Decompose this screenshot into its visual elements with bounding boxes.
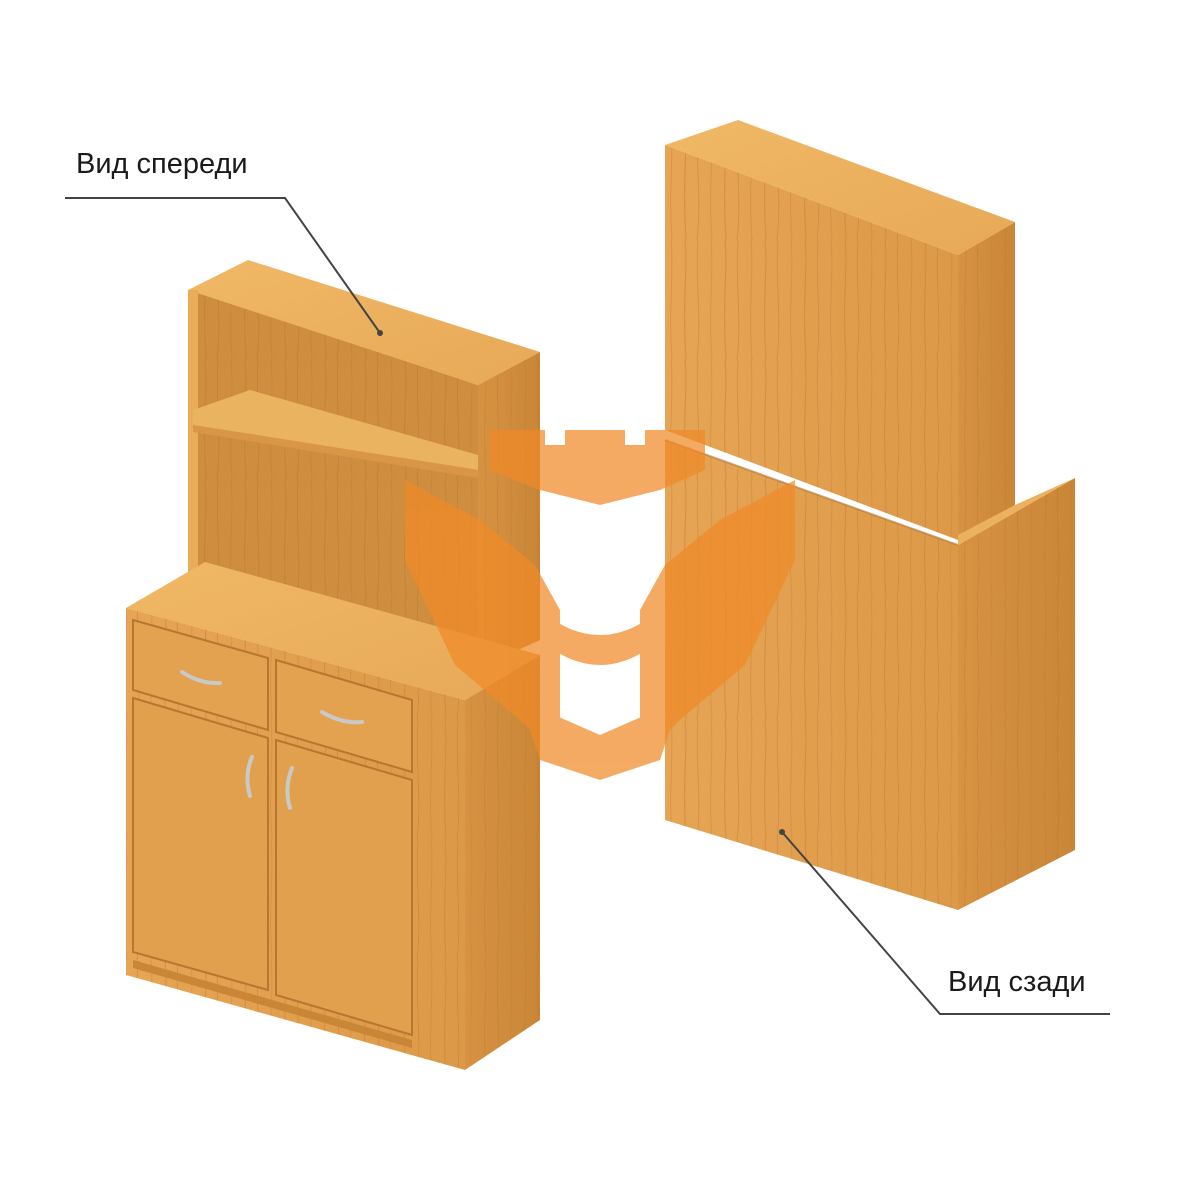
back-view-unit [664, 120, 1075, 910]
drawer-handle-icon [320, 710, 364, 725]
brand-logo-watermark [405, 430, 795, 780]
front-view-callout-line [65, 197, 381, 334]
front-view-callout-dot [377, 330, 383, 336]
back-view-label: Вид сзади [948, 966, 1086, 998]
drawer-handle-icon [180, 670, 222, 686]
door-handle-icon [245, 755, 254, 798]
back-view-callout-dot [779, 829, 785, 835]
door-handle-icon [285, 766, 294, 810]
front-view-label: Вид спереди [76, 148, 248, 180]
back-view-callout-line [781, 831, 1110, 1015]
